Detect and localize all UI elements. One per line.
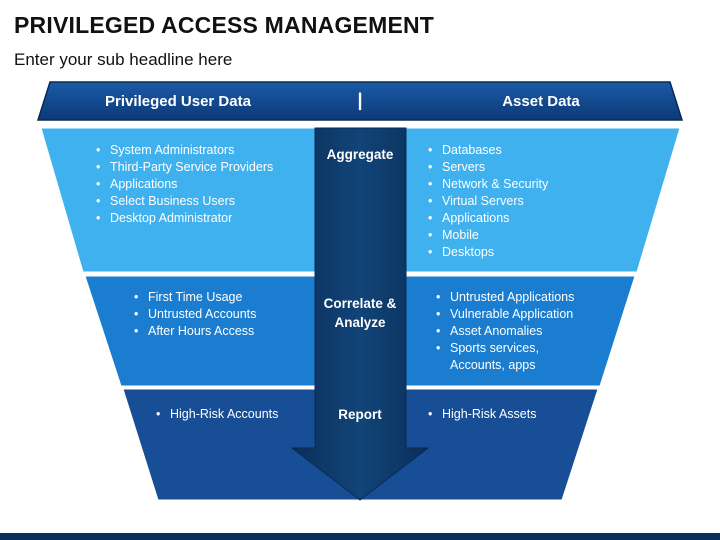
page-title: PRIVILEGED ACCESS MANAGEMENT [14, 12, 435, 38]
list-item: Sports services, Accounts, apps [436, 340, 596, 374]
header-divider: | [357, 90, 363, 110]
footer-bar [0, 533, 720, 540]
list-item: System Administrators [96, 142, 311, 159]
list-item: Desktops [428, 244, 628, 261]
list-item: Untrusted Accounts [134, 306, 309, 323]
list-item: Select Business Users [96, 193, 311, 210]
stage-label-aggregate: Aggregate [326, 147, 394, 162]
list-item: Third-Party Service Providers [96, 159, 311, 176]
list-item: Vulnerable Application [436, 306, 596, 323]
list-item: High-Risk Accounts [156, 406, 311, 423]
list-item: Network & Security [428, 176, 628, 193]
list-item: After Hours Access [134, 323, 309, 340]
correlate-left-list: First Time Usage Untrusted Accounts Afte… [134, 289, 309, 340]
list-item: Untrusted Applications [436, 289, 596, 306]
header-left-label: Privileged User Data [105, 93, 251, 110]
aggregate-left-list: System Administrators Third-Party Servic… [96, 142, 311, 227]
list-item: Databases [428, 142, 628, 159]
list-item: Desktop Administrator [96, 210, 311, 227]
report-left-list: High-Risk Accounts [156, 406, 311, 423]
header-right-label: Asset Data [502, 93, 580, 110]
flow-arrow [290, 127, 430, 501]
report-right-list: High-Risk Assets [428, 406, 578, 423]
list-item: Servers [428, 159, 628, 176]
correlate-right-list: Untrusted Applications Vulnerable Applic… [436, 289, 596, 374]
stage-label-report: Report [338, 407, 382, 422]
aggregate-right-list: Databases Servers Network & Security Vir… [428, 142, 628, 261]
list-item: First Time Usage [134, 289, 309, 306]
page-subtitle: Enter your sub headline here [14, 50, 233, 69]
header-band [36, 81, 684, 121]
list-item: Asset Anomalies [436, 323, 596, 340]
stage-label-correlate: Correlate & Analyze [323, 296, 397, 330]
list-item: Mobile [428, 227, 628, 244]
list-item: Applications [96, 176, 311, 193]
list-item: Applications [428, 210, 628, 227]
list-item: Virtual Servers [428, 193, 628, 210]
list-item: High-Risk Assets [428, 406, 578, 423]
